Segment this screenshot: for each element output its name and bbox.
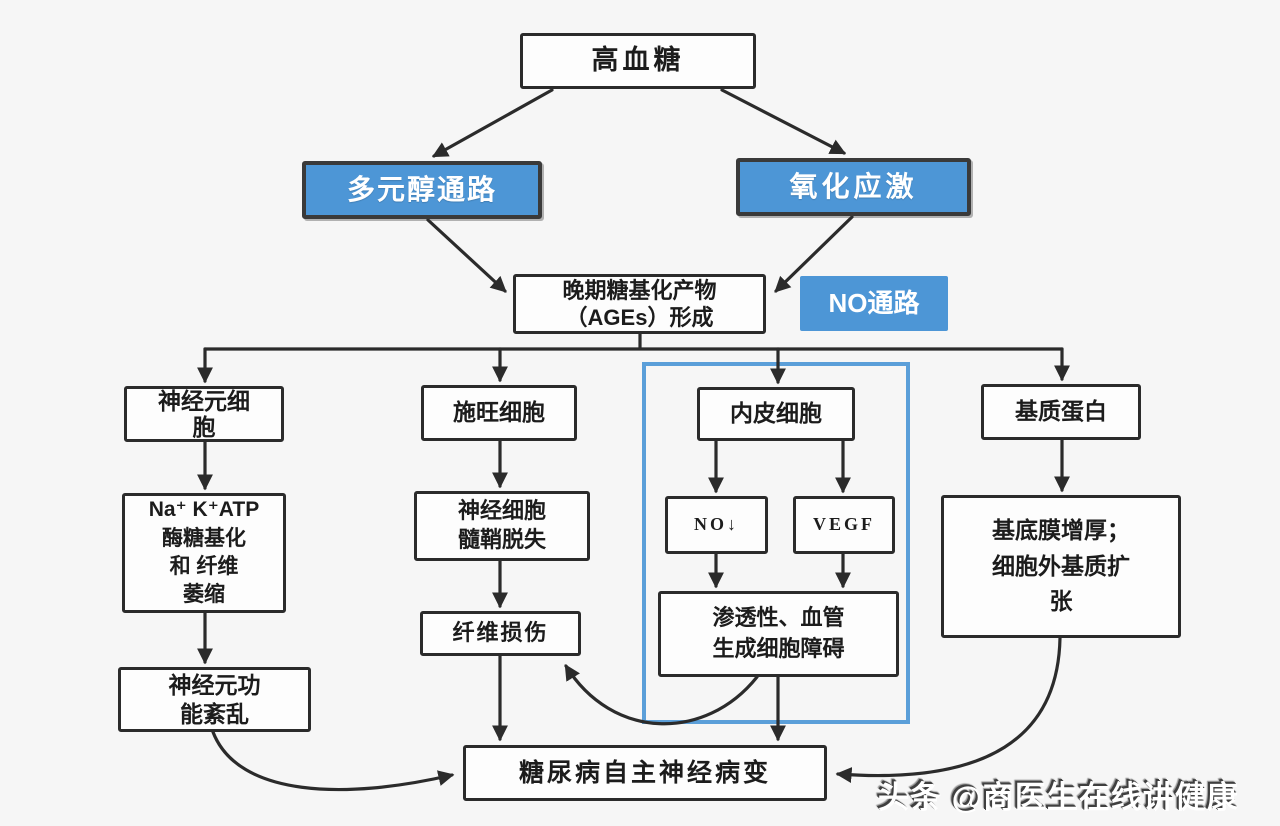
- arrow-hyperglycemia-polyol: [431, 88, 554, 158]
- node-hyperglycemia: 高血糖: [520, 33, 756, 89]
- arrow-dysfunction-outcome-curve: [211, 730, 455, 792]
- node-vegf: VEGF: [793, 496, 895, 554]
- node-demyelination: 神经细胞 髓鞘脱失: [414, 491, 590, 561]
- node-outcome-diabetic-autonomic-neuropathy: 糖尿病自主神经病变: [463, 745, 827, 801]
- node-no-pathway: NO通路: [800, 276, 948, 331]
- no-pathway-highlight-frame: [642, 362, 910, 724]
- node-endothelial-cell: 内皮细胞: [697, 387, 855, 441]
- node-ages-formation: 晚期糖基化产物 （AGEs）形成: [513, 274, 766, 334]
- arrow-permeability-fiber-curve: [564, 663, 759, 726]
- node-no-decrease: NO↓: [665, 496, 768, 554]
- node-polyol-pathway: 多元醇通路: [302, 161, 542, 219]
- arrow-oxidative-ages: [774, 215, 854, 293]
- node-oxidative-stress: 氧化应激: [736, 158, 971, 216]
- node-matrix-protein: 基质蛋白: [981, 384, 1141, 440]
- watermark: 头条 @商医生在线讲健康: [878, 780, 1239, 815]
- node-na-k-atp-glycation: Na⁺ K⁺ATP 酶糖基化 和 纤维 萎缩: [122, 493, 286, 613]
- node-neuronal-cell: 神经元细 胞: [124, 386, 284, 442]
- distributor-line: [203, 332, 1064, 351]
- node-neuronal-dysfunction: 神经元功 能紊乱: [118, 667, 311, 732]
- node-permeability-angiogenesis: 渗透性、血管 生成细胞障碍: [658, 591, 899, 677]
- node-fiber-damage: 纤维损伤: [420, 611, 581, 656]
- arrow-polyol-ages: [426, 218, 507, 293]
- node-basement-membrane: 基底膜增厚； 细胞外基质扩 张: [941, 495, 1181, 638]
- node-schwann-cell: 施旺细胞: [421, 385, 577, 441]
- arrow-basement-outcome-curve: [835, 636, 1062, 783]
- arrow-hyperglycemia-oxidative: [720, 88, 847, 155]
